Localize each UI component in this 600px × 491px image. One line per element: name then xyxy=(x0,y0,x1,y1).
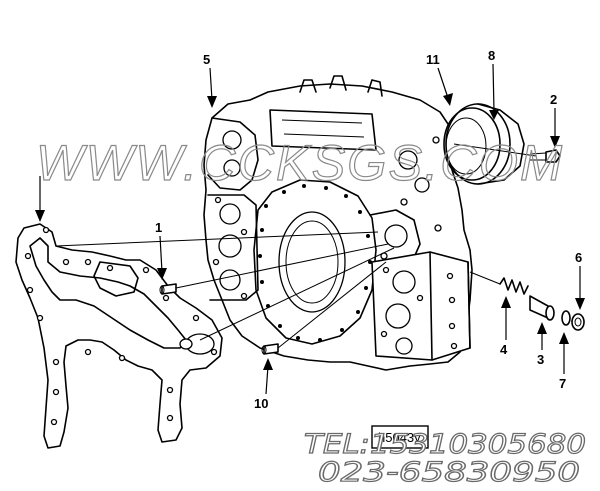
oil-seal xyxy=(443,103,525,185)
o-ring-7 xyxy=(561,310,571,326)
callout-5: 5 xyxy=(203,52,210,67)
callout-8: 8 xyxy=(488,48,495,63)
dowel-pin-1 xyxy=(159,283,177,295)
callout-1: 1 xyxy=(155,220,162,235)
bolt-2 xyxy=(529,149,561,163)
plunger-3 xyxy=(529,295,555,321)
callout-2: 2 xyxy=(550,92,557,107)
callout-11: 11 xyxy=(426,52,440,67)
lower-right-block xyxy=(371,251,471,361)
callout-6: 6 xyxy=(575,250,582,265)
flywheel-bore xyxy=(253,179,377,345)
callout-4: 4 xyxy=(500,342,508,357)
leader-lines xyxy=(35,63,585,395)
contact-phone-2: 023-65830950 xyxy=(318,457,580,488)
drawing-code-box: h5043y xyxy=(371,425,429,449)
callout-10: 10 xyxy=(254,396,268,411)
callout-labels: 5 11 8 2 1 6 4 3 7 10 xyxy=(155,48,582,411)
watermark-text: WWW.CCKSGS.COM xyxy=(36,135,564,191)
contact-phone-1: TEL:15310305680 xyxy=(304,429,586,460)
left-port-column xyxy=(207,194,259,301)
flywheel-housing xyxy=(203,75,473,371)
projection-lines xyxy=(55,143,537,349)
callout-3: 3 xyxy=(537,352,544,367)
callout-7: 7 xyxy=(559,376,566,391)
drawing-code: h5043y xyxy=(378,430,421,445)
dowel-pin-10 xyxy=(261,343,279,355)
flywheel-housing-gasket xyxy=(15,223,223,449)
spring-4 xyxy=(499,277,529,295)
plug-6 xyxy=(571,313,585,331)
